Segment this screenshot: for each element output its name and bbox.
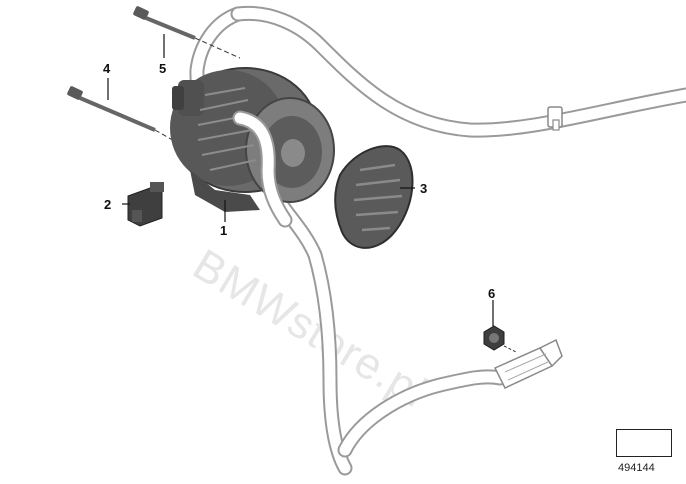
reference-box [616, 429, 672, 457]
cable-over-alternator [232, 110, 293, 228]
alternator-part-1 [170, 67, 335, 212]
plug-connector [493, 338, 563, 389]
cable-core-lower [339, 371, 506, 456]
reference-number: 494144 [618, 462, 655, 474]
protective-cap-part-3 [334, 145, 414, 249]
leader-lines [107, 34, 494, 326]
callout-3: 3 [420, 181, 428, 196]
callout-2: 2 [104, 197, 112, 212]
callout-1: 1 [220, 223, 228, 238]
callout-4: 4 [103, 61, 111, 76]
cable-core-top [232, 7, 686, 136]
callout-6: 6 [488, 286, 496, 301]
regulator-part-2 [127, 182, 164, 227]
nut-part-6 [483, 325, 517, 353]
bolt-part-5 [133, 6, 241, 59]
callout-5: 5 [159, 61, 167, 76]
cable-clip [547, 106, 563, 131]
